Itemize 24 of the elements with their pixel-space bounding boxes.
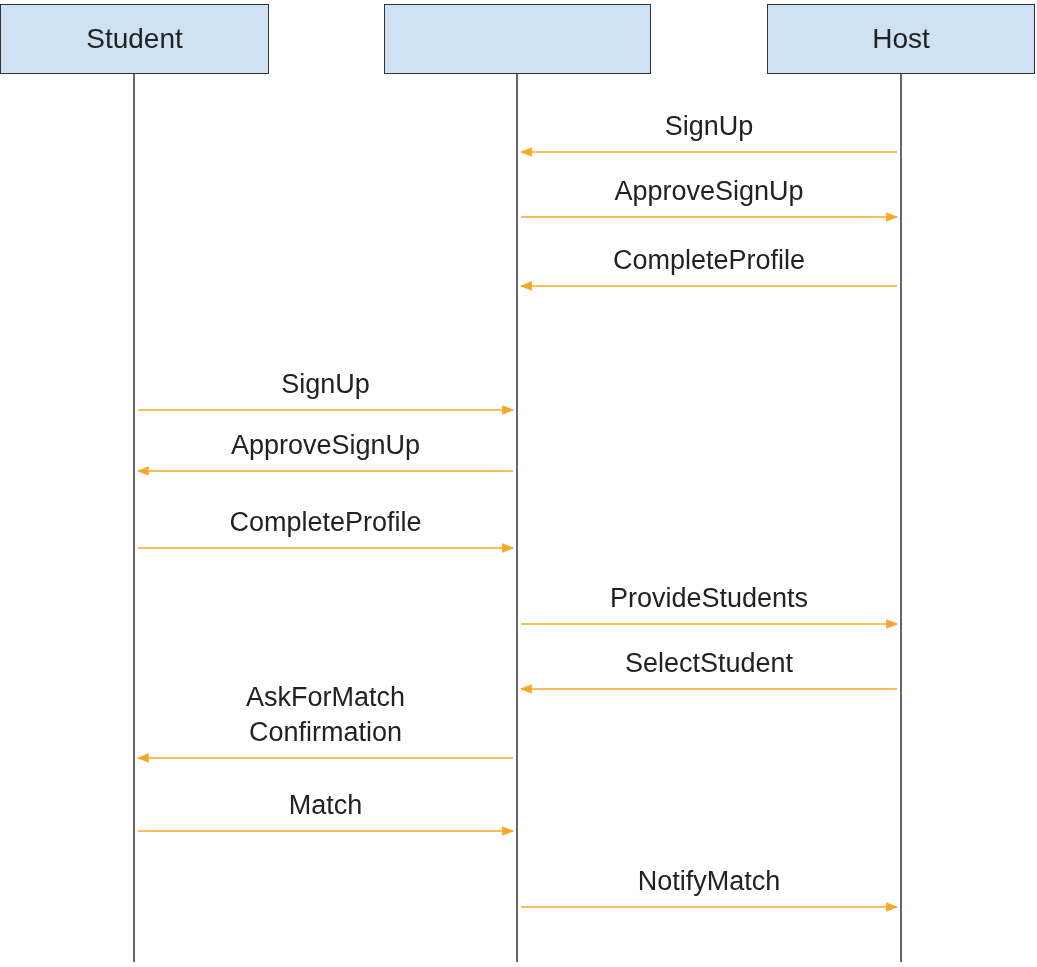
message-label: ApproveSignUp	[613, 174, 805, 208]
message-label: CompleteProfile	[228, 505, 423, 539]
message-arrow	[520, 212, 899, 222]
message-label: CompleteProfile	[611, 243, 807, 277]
message-arrow	[520, 902, 899, 912]
message-label: SignUp	[663, 109, 755, 143]
message-arrow	[137, 826, 515, 836]
message-arrow	[519, 281, 898, 291]
message-arrow	[136, 753, 514, 763]
message-label: ApproveSignUp	[229, 428, 422, 462]
message-arrow	[519, 684, 898, 694]
participant-name: Student	[86, 23, 183, 55]
message-arrow	[519, 147, 898, 157]
message-label: SignUp	[280, 367, 371, 401]
message-arrow	[520, 619, 899, 629]
message-label: NotifyMatch	[636, 864, 782, 898]
message-label: SelectStudent	[623, 646, 795, 680]
message-arrow	[137, 405, 515, 415]
message-label: AskForMatch Confirmation	[244, 680, 406, 749]
message-arrow	[136, 466, 514, 476]
message-arrow	[137, 543, 515, 553]
message-label: Match	[287, 788, 364, 822]
participant-name: Host	[872, 23, 930, 55]
message-label: ProvideStudents	[608, 581, 810, 615]
